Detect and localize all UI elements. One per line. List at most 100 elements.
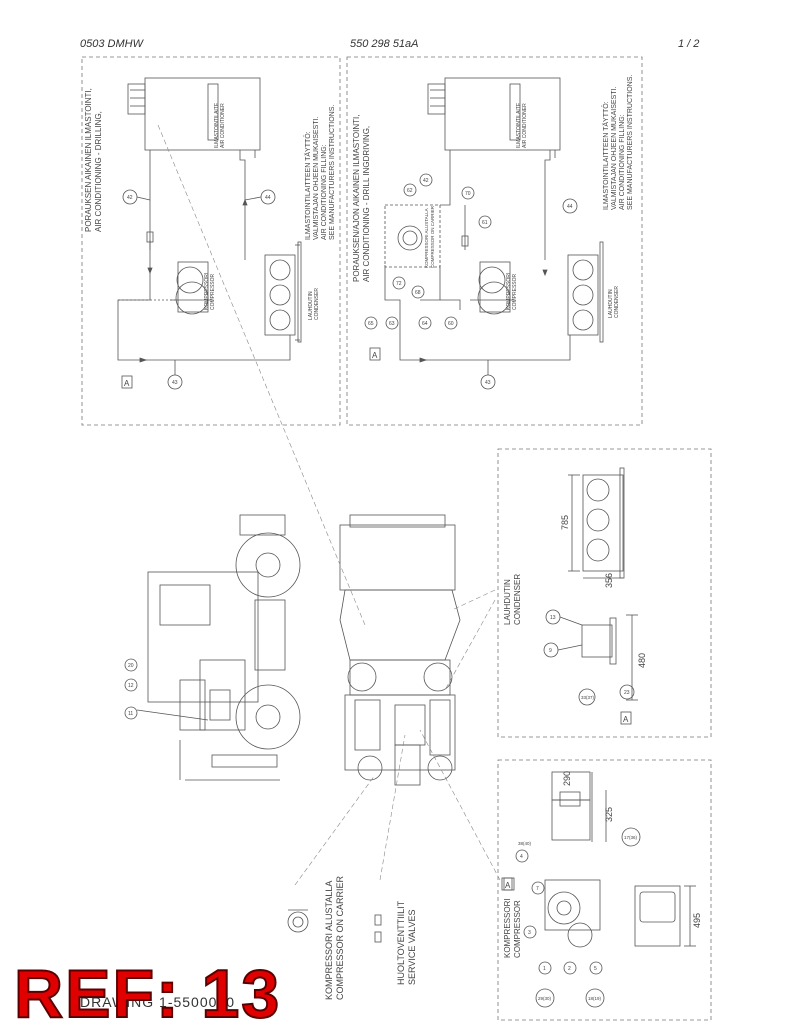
callout-61 [478, 215, 492, 229]
callout-label: 12 [128, 683, 134, 689]
compressor-drawing [118, 261, 212, 315]
callout-label: 4 [520, 854, 523, 860]
callout-label: 64 [422, 321, 428, 327]
note-fi-2: VALMISTAJAN OHJEEN MUKAISESTI. [313, 117, 320, 240]
callout-4 [515, 849, 529, 863]
callout-3 [523, 925, 537, 939]
compressor-label-en: COMPRESSOR [512, 273, 518, 310]
carrier-compressor-en: COMPRESSOR ON CARRIER [335, 875, 345, 1000]
note-en: AIR CONDITIONING FILLING: [321, 144, 328, 240]
carrier-compressor-fi: KOMPRESSORI ALUSTALLA [324, 881, 334, 1000]
carrier-compressor-label-en: COMPRESSOR ON CARRIER [430, 205, 435, 268]
service-valves-fi: HUOLTOVENTTIILIT [396, 900, 406, 985]
callout-label: 20 [128, 663, 134, 669]
part-number: 550 298 51aA [350, 38, 419, 50]
callout-label: 18(19) [588, 996, 602, 1001]
panel-tramming [346, 56, 643, 426]
panel-title-fi: PORAUKSEN/AJON AIKAINEN ILMASTOINTI, [352, 115, 361, 282]
callout-label: 63 [389, 321, 395, 327]
dim-a: 290 [562, 771, 572, 786]
panel-title-en: AIR CONDITIONING - DRILL INGDRIVING, [362, 126, 371, 282]
callout-60 [444, 316, 458, 330]
compressor-label-en: COMPRESSOR [210, 273, 216, 310]
callout-72 [392, 276, 406, 290]
unit-label-en: AIR CONDITIONER [220, 103, 226, 148]
callout-label: 3 [528, 930, 531, 936]
view-letter: A [124, 379, 130, 388]
callout-label: 62 [407, 188, 413, 194]
callout-label: 29(30) [538, 996, 552, 1001]
unit-label-en: AIR CONDITIONER [522, 103, 528, 148]
callout-2 [563, 961, 577, 975]
callout-43-label: 43 [172, 380, 178, 386]
callout-label: 33(37) [581, 695, 595, 700]
callout-70 [461, 186, 475, 200]
callout-33-37 [578, 688, 596, 706]
view-letter-box [620, 711, 632, 725]
callout-29-30 [535, 988, 555, 1008]
callout-17-36 [621, 827, 641, 847]
callout-63 [385, 316, 399, 330]
unit-label-fi: ILMASTOINTILAITE [214, 102, 220, 148]
unit-label-fi: ILMASTOINTILAITE [516, 102, 522, 148]
compressor-drawing [470, 261, 514, 315]
dim-b: 325 [604, 807, 614, 822]
callout-label: 72 [396, 281, 402, 287]
dim-length: 785 [560, 515, 570, 530]
view-letter: A [372, 351, 378, 360]
service-valves-en: SERVICE VALVES [407, 909, 417, 985]
condenser-drawing [567, 241, 604, 343]
note-en: AIR CONDITIONING FILLING: [619, 114, 626, 210]
condenser-detail-label-en: CONDENSER [513, 574, 522, 625]
callout-64 [418, 316, 432, 330]
compressor-detail-label-fi: KOMPRESSORI [503, 898, 512, 958]
view-letter-box [121, 375, 133, 389]
note-fi-2: VALMISTAJAN OHJEEN MUKAISESTI. [611, 87, 618, 210]
panel-compressor-detail [497, 759, 712, 1021]
condenser-label-en: CONDENSER [614, 286, 620, 318]
front-wheel [235, 684, 301, 750]
compressor-label-fi: KOMPRESSORI [204, 273, 210, 310]
doc-code: 0503 DMHW [80, 38, 143, 50]
machine-top-view [339, 514, 461, 786]
callout-44-label: 44 [265, 195, 271, 201]
air-conditioner-unit [144, 77, 261, 151]
view-letter: A [505, 881, 511, 890]
callout-label: 61 [482, 220, 488, 226]
condenser-label-fi: LAUHDUTIN [608, 289, 614, 318]
callout-44 [562, 198, 578, 214]
callout-label: 42 [423, 178, 429, 184]
callout-12 [124, 678, 138, 692]
compressor-label-fi: KOMPRESSORI [506, 273, 512, 310]
view-letter: A [623, 715, 629, 724]
callout-label: 7 [536, 886, 539, 892]
callout-42-label: 42 [127, 195, 133, 201]
callout-7 [531, 881, 545, 895]
callout-42 [419, 173, 433, 187]
dim-height: 480 [637, 653, 647, 668]
carrier-compressor-label-fi: KOMPRESSORI ALUSTALLA [424, 208, 429, 268]
callout-label: 1 [543, 966, 546, 972]
callout-label: 65 [368, 321, 374, 327]
dim-c: 495 [692, 913, 702, 928]
condenser-drawing [264, 241, 302, 343]
panel-title-en: AIR CONDITIONING - DRILLING, [94, 111, 103, 232]
callout-label: 13 [550, 615, 556, 621]
callout-label: 9 [549, 648, 552, 654]
panel-title-fi: PORAUKSEN AIKAINEN ILMASTOINTI, [84, 88, 93, 232]
machine-side-view [124, 514, 301, 781]
view-letter-box [369, 347, 381, 361]
callout-23 [619, 684, 635, 700]
carrier-compressor-icon [287, 909, 309, 933]
callout-11 [124, 706, 138, 720]
compressor-detail-label-en: COMPRESSOR [513, 900, 522, 958]
panel-condenser-detail [497, 448, 712, 738]
callout-68 [411, 285, 425, 299]
rear-wheel [235, 532, 301, 598]
air-conditioner-unit [444, 77, 561, 151]
dim-depth: 356 [604, 573, 614, 588]
note-fi: ILMASTOINTILAITTEEN TÄYTTÖ: [304, 131, 312, 240]
callout-label: 2 [568, 966, 571, 972]
callout-label: 43 [485, 380, 491, 386]
